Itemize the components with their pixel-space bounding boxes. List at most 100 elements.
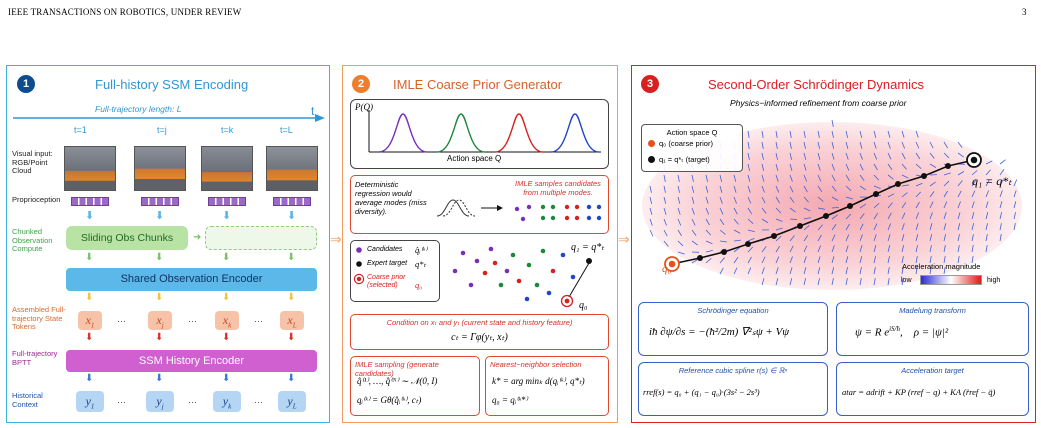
flow-arrow	[943, 180, 950, 187]
flow-arrow	[915, 267, 918, 275]
flow-arrow	[691, 229, 697, 236]
flow-arrow	[803, 207, 811, 212]
panel2-title: IMLE Coarse Prior Generator	[393, 77, 563, 92]
flow-arrow	[817, 141, 821, 149]
ellipsis: ···	[188, 397, 197, 407]
flow-arrow	[803, 256, 807, 264]
flow-arrow-icon: ⇒	[330, 231, 342, 247]
ellipsis: ···	[254, 397, 263, 407]
down-arrow-icon: ⬇	[222, 292, 231, 303]
row-label-context: Historical Context	[12, 391, 43, 409]
flow-arrow	[943, 234, 946, 242]
flow-arrow	[929, 234, 933, 242]
flow-arrow	[985, 234, 988, 242]
flow-arrow	[803, 130, 806, 138]
flow-arrow	[901, 245, 905, 253]
flow-arrow	[929, 191, 935, 198]
spline-title: Reference cubic spline r(s) ∈ ℝⁿ	[678, 366, 788, 375]
flow-arrow	[817, 130, 820, 138]
flow-arrow	[985, 160, 993, 165]
flow-arrow	[789, 152, 793, 160]
flow-arrow	[789, 163, 793, 171]
madelung-title: Madelung transform	[899, 306, 966, 315]
flow-arrow	[943, 212, 947, 220]
traj-length-label: Full-trajectory length: L	[95, 104, 182, 114]
candidates-legend: Candidates q̂ᵢ⁽ᵏ⁾ Expert target q*ₜ Coar…	[350, 240, 440, 302]
flow-arrow	[859, 213, 865, 220]
q0-label: q₀	[579, 300, 588, 311]
time-axis-label: t	[311, 104, 315, 118]
flow-arrow	[943, 152, 950, 159]
flow-arrow	[915, 223, 919, 231]
accel-colorbar	[920, 275, 982, 285]
flow-arrow	[845, 256, 849, 264]
flow-arrow	[971, 190, 976, 198]
flow-arrow	[957, 234, 960, 242]
flow-arrow	[901, 267, 904, 275]
mode-curve-green	[436, 113, 486, 153]
flow-arrow	[929, 152, 935, 159]
flow-arrow	[943, 141, 948, 149]
panel-schrodinger-dynamics: 3 Second-Order Schrödinger Dynamics Phys…	[631, 65, 1036, 423]
flow-arrow	[901, 256, 904, 264]
flow-arrow	[1013, 223, 1016, 231]
flow-arrow	[705, 174, 708, 182]
flow-arrow	[747, 246, 754, 253]
flow-arrow	[887, 193, 895, 198]
flow-arrow	[957, 180, 963, 187]
flow-arrow	[719, 174, 723, 182]
state-token-1: x1	[78, 311, 102, 330]
panel-number-2: 2	[352, 75, 370, 93]
flow-arrow	[915, 163, 922, 169]
legend-markers	[353, 247, 365, 285]
panel3-subtitle: Physics−informed refinement from coarse …	[730, 98, 907, 108]
flow-arrow	[789, 130, 792, 138]
next-chunk-placeholder	[205, 226, 317, 250]
panel-imle-prior: 2 IMLE Coarse Prior Generator P(Q) Actio…	[342, 65, 618, 423]
flow-arrow	[915, 191, 922, 198]
flow-arrow	[733, 185, 737, 193]
q0-plot-label: q₀	[662, 263, 672, 275]
flow-arrow	[859, 223, 864, 231]
flow-arrow	[705, 229, 712, 236]
context-output-1: y1	[76, 391, 104, 412]
flow-arrow	[971, 245, 974, 253]
flow-arrow	[999, 201, 1003, 209]
flow-arrow	[1013, 190, 1017, 198]
flow-arrow	[971, 179, 977, 187]
flow-arrow	[957, 152, 964, 158]
flow-arrow	[845, 213, 852, 220]
flow-arrow	[789, 185, 794, 193]
multimode-samples	[514, 204, 602, 222]
flow-arrow	[845, 223, 850, 231]
flow-arrow	[691, 174, 694, 182]
flow-arrow	[747, 207, 753, 215]
spline-equation: rref(s) = q₀ + (q₁ − q₀)·(3s² − 2s³)	[643, 387, 760, 397]
state-token-L: xL	[280, 311, 304, 330]
row-label-tokens: Assembled Full-trajectory State Tokens	[12, 305, 66, 331]
flow-arrow	[775, 185, 780, 193]
flow-arrow	[649, 207, 653, 215]
flow-arrow	[943, 267, 946, 275]
flow-arrow	[901, 152, 906, 160]
imle-sampling-eq2: qᵢ⁽ᵏ⁾ = Gθ(q̂ᵢ⁽ᵏ⁾, cₜ)	[357, 395, 422, 405]
panel3-title: Second-Order Schrödinger Dynamics	[708, 77, 925, 92]
flow-arrow	[817, 256, 821, 264]
flow-arrow	[663, 196, 667, 204]
flow-arrow	[761, 196, 766, 204]
flow-arrow	[677, 185, 680, 193]
gaussian-curves	[368, 110, 601, 153]
flow-arrow	[705, 196, 709, 204]
flow-arrow	[901, 192, 908, 198]
mode-curve-purple	[378, 113, 428, 153]
flow-arrow	[775, 235, 782, 242]
page-number: 3	[1022, 7, 1027, 17]
flow-arrow	[789, 235, 795, 242]
flow-arrow	[803, 278, 807, 286]
flow-arrow	[761, 278, 765, 286]
flow-arrow	[789, 196, 795, 203]
proprio-bar-k	[208, 197, 246, 206]
panel-ssm-encoding: 1 Full-history SSM Encoding Full-traject…	[6, 65, 330, 423]
flow-arrow	[775, 141, 778, 149]
state-token-j: xj	[148, 311, 172, 330]
